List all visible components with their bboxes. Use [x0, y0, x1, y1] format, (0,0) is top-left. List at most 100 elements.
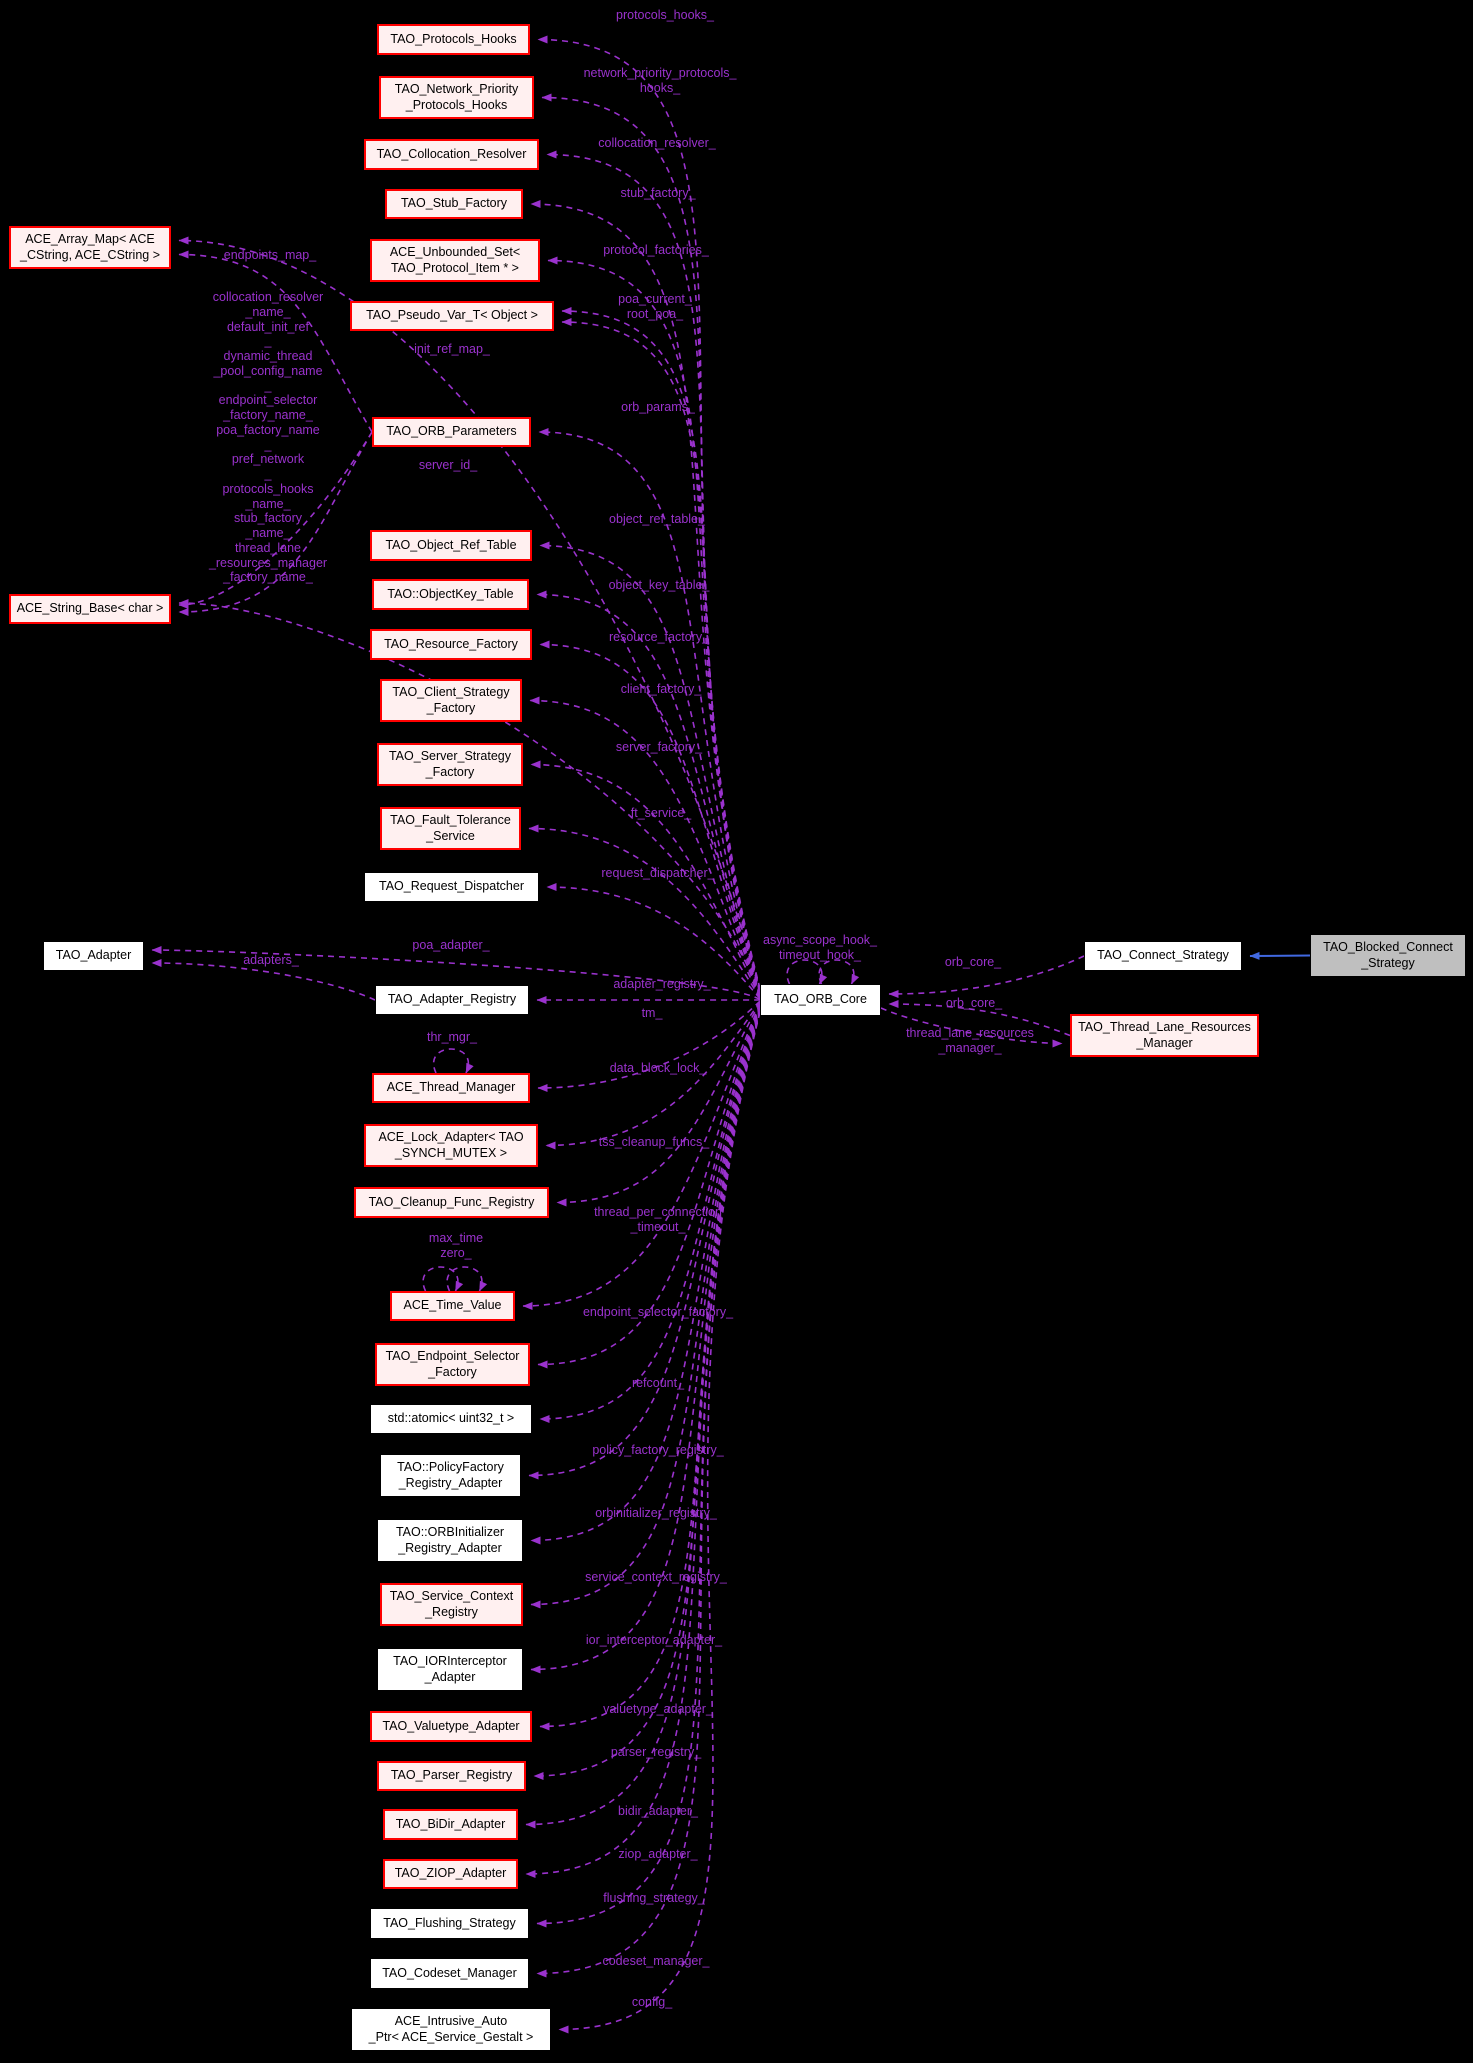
edge-label-codeset-manager: codeset_manager_ [602, 1954, 710, 1968]
member-edge-45 [422, 1266, 464, 1292]
class-node-tao-bidir-adapter[interactable]: TAO_BiDir_Adapter [383, 1809, 518, 1840]
member-edge-10 [539, 541, 761, 995]
class-node-tao-adapter-registry[interactable]: TAO_Adapter_Registry [375, 985, 529, 1015]
class-node-tao-fault-tolerance-service[interactable]: TAO_Fault_Tolerance _Service [380, 807, 521, 850]
class-node-tao-orb-parameters[interactable]: TAO_ORB_Parameters [372, 417, 531, 447]
edge-label-client-factory: client_factory_ [620, 682, 702, 696]
class-node-tao-collocation-resolver[interactable]: TAO_Collocation_Resolver [364, 139, 539, 170]
edge-label-collocation-resolver: collocation_resolver_ [598, 136, 716, 150]
member-edge-6 [561, 318, 761, 993]
edge-label-poa-current-root-poa: poa_current_ root_poa_ [618, 292, 692, 321]
class-node-tao-orb-core[interactable]: TAO_ORB_Core [760, 984, 881, 1016]
class-node-tao-cleanup-func-registry[interactable]: TAO_Cleanup_Func_Registry [354, 1187, 549, 1218]
class-node-tao-codeset-manager[interactable]: TAO_Codeset_Manager [370, 1958, 529, 1989]
member-edge-14 [530, 760, 761, 998]
class-node-tao-resource-factory[interactable]: TAO_Resource_Factory [370, 629, 532, 660]
edge-label-ziop-adapter: ziop_adapter_ [618, 1847, 698, 1861]
class-node-tao-service-context-registry[interactable]: TAO_Service_Context _Registry [380, 1583, 523, 1626]
edge-label-data-block-lock: data_block_lock_ [609, 1061, 707, 1075]
edge-label-config: config_ [631, 1995, 673, 2009]
member-edge-1 [541, 93, 761, 990]
class-node-tao-object-ref-table[interactable]: TAO_Object_Ref_Table [370, 530, 532, 561]
member-edge-39 [151, 959, 376, 1001]
class-node-tao-flushing-strategy[interactable]: TAO_Flushing_Strategy [370, 1908, 529, 1939]
edge-label-service-context-registry: service_context_registry_ [585, 1570, 727, 1584]
class-node-tao-network-priority-protocols-hooks[interactable]: TAO_Network_Priority _Protocols_Hooks [379, 76, 534, 119]
class-node-tao-stub-factory[interactable]: TAO_Stub_Factory [385, 189, 523, 219]
class-node-ace-unbounded-set-protocol-item[interactable]: ACE_Unbounded_Set< TAO_Protocol_Item * > [370, 239, 540, 282]
edge-label-bidir-adapter: bidir_adapter_ [618, 1804, 698, 1818]
edge-label-flushing-strategy: flushing_strategy_ [603, 1891, 705, 1905]
edge-label-poa-adapter: poa_adapter_ [412, 938, 490, 952]
edge-label-server-factory: server_factory_ [615, 740, 703, 754]
edge-label-tss-cleanup-funcs: tss_cleanup_funcs_ [598, 1135, 710, 1149]
edge-label-orb-parameters-string-members: collocation_resolver _name_ default_init… [208, 290, 328, 585]
class-node-tao-thread-lane-resources-manager[interactable]: TAO_Thread_Lane_Resources _Manager [1070, 1014, 1259, 1057]
member-edge-43 [786, 959, 828, 985]
member-edge-35 [558, 1011, 761, 2034]
class-node-ace-lock-adapter[interactable]: ACE_Lock_Adapter< TAO _SYNCH_MUTEX > [364, 1124, 538, 1167]
edge-label-policy-factory-registry: policy_factory_registry_ [592, 1443, 724, 1457]
edge-label-orb-params: orb_params_ [621, 400, 695, 414]
edge-label-thr-mgr: thr_mgr_ [426, 1030, 478, 1044]
class-node-tao-orbinitializer-registry-adapter[interactable]: TAO::ORBInitializer _Registry_Adapter [377, 1519, 523, 1562]
member-edge-21 [556, 1001, 761, 1207]
class-node-ace-array-map[interactable]: ACE_Array_Map< ACE _CString, ACE_CString… [9, 226, 171, 269]
class-node-tao-server-strategy-factory[interactable]: TAO_Server_Strategy _Factory [377, 743, 523, 786]
member-edge-34 [536, 1011, 761, 1978]
edge-label-tm: tm_ [641, 1006, 663, 1020]
member-edge-22 [522, 1003, 761, 1310]
member-edge-25 [528, 1005, 761, 1480]
inheritance-edge [1249, 951, 1311, 960]
member-edge-11 [536, 590, 761, 996]
class-node-tao-protocols-hooks[interactable]: TAO_Protocols_Hooks [377, 24, 530, 55]
edge-label-protocol-factories: protocol_factories_ [603, 243, 709, 257]
edge-label-valuetype-adapter: valuetype_adapter_ [603, 1702, 713, 1716]
class-node-tao-endpoint-selector-factory[interactable]: TAO_Endpoint_Selector _Factory [375, 1343, 530, 1386]
class-node-ace-thread-manager[interactable]: ACE_Thread_Manager [372, 1073, 530, 1103]
member-edge-4 [547, 256, 761, 992]
edge-label-protocols-hooks: protocols_hooks_ [616, 8, 714, 22]
edge-label-thread-lane-resources-manager: thread_lane_resources _manager_ [906, 1026, 1034, 1055]
class-node-tao-blocked-connect-strategy[interactable]: TAO_Blocked_Connect _Strategy [1310, 934, 1466, 977]
edge-label-adapter-registry: adapter_registry_ [613, 977, 711, 991]
member-edge-2 [546, 150, 761, 991]
edge-label-refcount: refcount_ [631, 1376, 685, 1390]
edge-label-init-ref-map: init_ref_map_ [414, 342, 490, 356]
edge-label-max-time-zero: max_time zero_ [428, 1231, 484, 1260]
class-node-tao-valuetype-adapter[interactable]: TAO_Valuetype_Adapter [370, 1711, 532, 1742]
edge-label-endpoints-map: endpoints_map_ [223, 248, 317, 262]
edge-label-orb-core-from-connect-strategy: orb_core_ [944, 955, 1002, 969]
member-edge-47 [432, 1048, 474, 1074]
edge-label-object-ref-table: object_ref_table_ [609, 512, 705, 526]
class-node-tao-request-dispatcher[interactable]: TAO_Request_Dispatcher [364, 872, 539, 902]
edge-label-ior-interceptor-adapter: ior_interceptor_adapter_ [585, 1633, 723, 1647]
class-node-ace-string-base-char[interactable]: ACE_String_Base< char > [9, 594, 171, 624]
edge-label-ft-service: ft_service_ [630, 806, 692, 820]
class-node-tao-ziop-adapter[interactable]: TAO_ZIOP_Adapter [383, 1859, 518, 1889]
class-node-ace-time-value[interactable]: ACE_Time_Value [390, 1291, 515, 1321]
edge-label-thread-per-connection-timeout: thread_per_connection _timeout_ [594, 1205, 722, 1234]
class-node-tao-connect-strategy[interactable]: TAO_Connect_Strategy [1084, 941, 1242, 971]
class-node-tao-pseudo-var-t-object[interactable]: TAO_Pseudo_Var_T< Object > [350, 301, 554, 331]
class-node-tao-parser-registry[interactable]: TAO_Parser_Registry [377, 1761, 526, 1791]
class-node-ace-intrusive-auto-ptr[interactable]: ACE_Intrusive_Auto _Ptr< ACE_Service_Ges… [351, 2008, 551, 2051]
member-edge-46 [446, 1266, 488, 1292]
member-edge-44 [818, 959, 860, 985]
member-edge-15 [528, 824, 761, 999]
class-node-tao-adapter[interactable]: TAO_Adapter [43, 941, 144, 971]
edge-label-resource-factory: resource_factory_ [608, 630, 710, 644]
edge-label-orbinitializer-registry: orbinitializer_registry_ [595, 1506, 717, 1520]
edge-label-endpoint-selector-factory: endpoint_selector_factory_ [582, 1305, 734, 1319]
member-edge-9 [178, 599, 761, 996]
edge-label-orb-core-from-tlrm: orb_core_ [945, 996, 1003, 1010]
class-node-tao-iorinterceptor-adapter[interactable]: TAO_IORInterceptor _Adapter [377, 1648, 523, 1691]
class-node-tao-objectkey-table[interactable]: TAO::ObjectKey_Table [372, 579, 529, 610]
edge-label-adapters: adapters_ [243, 953, 299, 967]
class-node-tao-policyfactory-registry-adapter[interactable]: TAO::PolicyFactory _Registry_Adapter [380, 1454, 521, 1497]
class-node-std-atomic-uint32[interactable]: std::atomic< uint32_t > [370, 1404, 532, 1434]
edge-label-network-priority-protocols-hooks: network_priority_protocols_ hooks_ [583, 66, 737, 95]
member-edge-26 [530, 1006, 761, 1545]
class-node-tao-client-strategy-factory[interactable]: TAO_Client_Strategy _Factory [380, 679, 522, 722]
